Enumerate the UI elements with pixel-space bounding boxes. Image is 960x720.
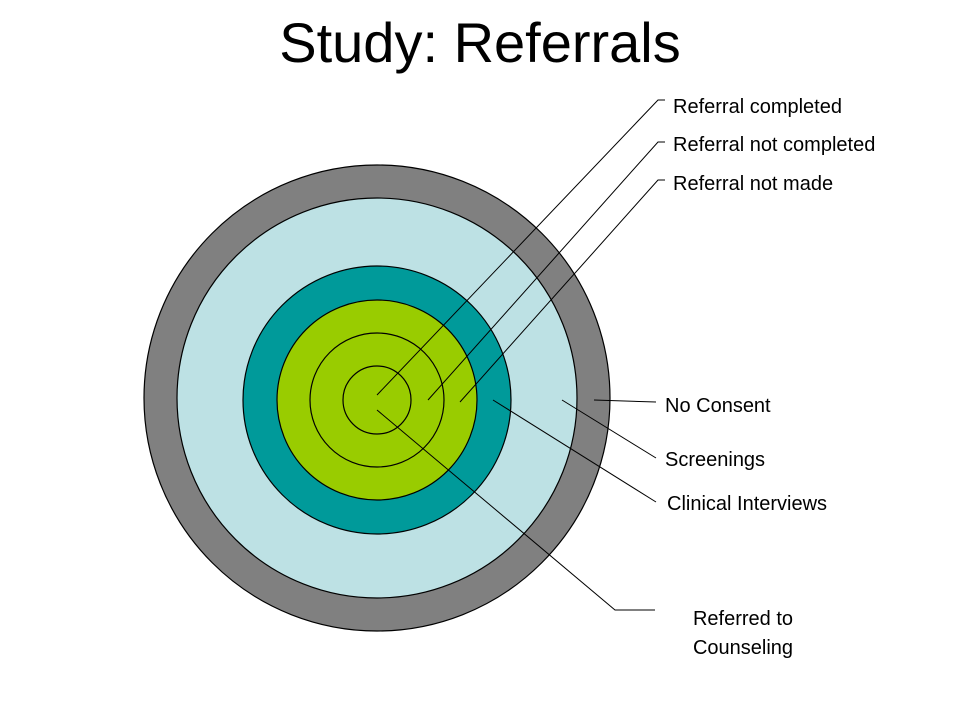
label-referral-not-made: Referral not made [673, 173, 833, 195]
label-referral-completed: Referral completed [673, 96, 842, 118]
leader-line-screenings [561, 399, 657, 459]
label-screenings: Screenings [665, 449, 765, 471]
ring-referral-not-made [309, 332, 445, 468]
label-referral-not-completed: Referral not completed [673, 134, 875, 156]
leader-line-no-consent [593, 399, 657, 403]
ring-referred-to-counseling [276, 299, 478, 501]
label-no-consent: No Consent [665, 395, 771, 417]
leader-line-referral-completed [376, 99, 665, 396]
label-clinical-interviews: Clinical Interviews [667, 493, 827, 515]
leader-line-referral-not-made [459, 179, 665, 403]
ring-referral-completed [342, 365, 412, 435]
label-referred-line2: Counseling [693, 637, 793, 659]
leader-line-clinical-interviews [492, 399, 657, 503]
leader-line-referred-to-counseling [376, 409, 655, 611]
label-referred-line1: Referred to [693, 608, 793, 630]
leader-lines [376, 99, 665, 611]
leader-line-referral-not-completed [427, 141, 665, 401]
page-title: Study: Referrals [279, 11, 681, 74]
